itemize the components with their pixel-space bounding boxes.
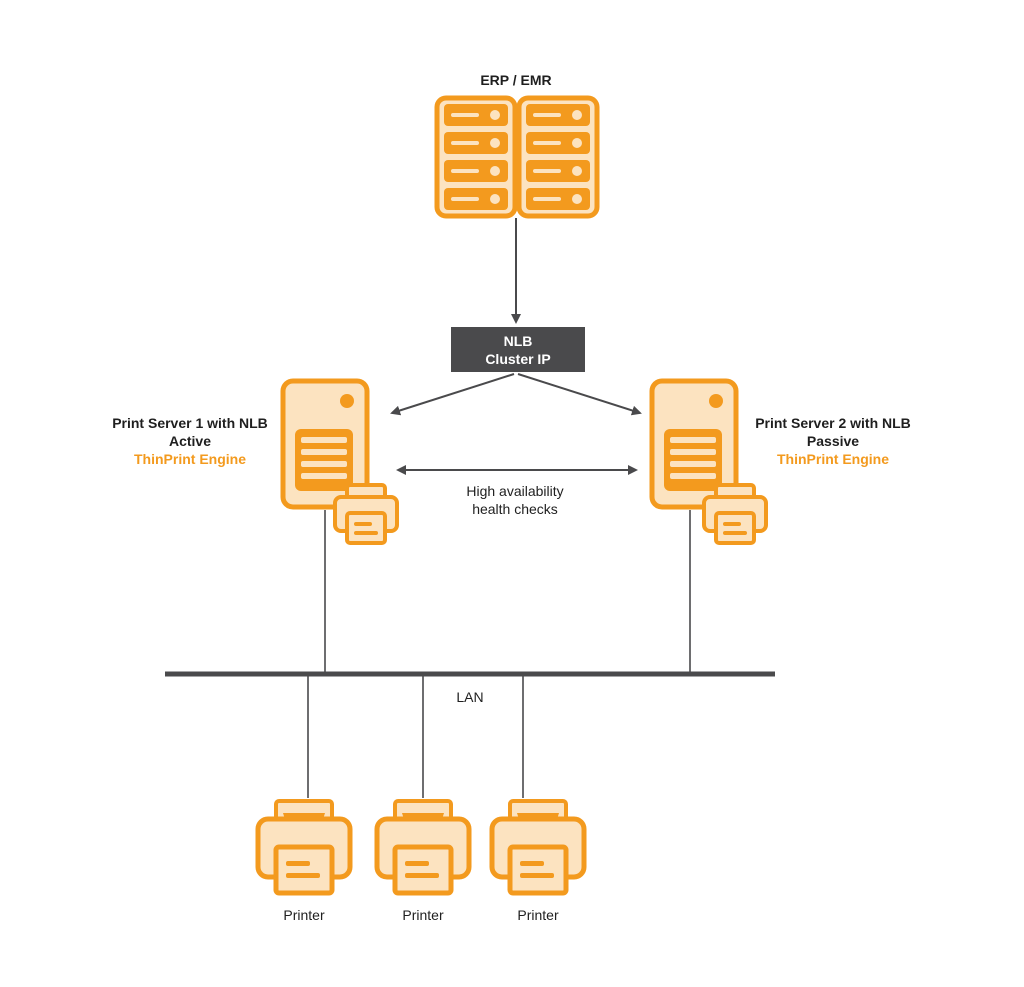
printer-icon	[377, 801, 469, 893]
erp-label: ERP / EMR	[480, 72, 552, 88]
server2-name: Print Server 2 with NLB	[755, 415, 911, 431]
printer-icon	[258, 801, 350, 893]
server1-name: Print Server 1 with NLB	[112, 415, 268, 431]
server1-status: Active	[168, 433, 212, 449]
printer-label-1: Printer	[283, 907, 325, 923]
server1-label: Print Server 1 with NLB Active ThinPrint…	[88, 414, 292, 468]
health-check-label: High availability health checks	[425, 482, 605, 518]
health-line-2: health checks	[472, 501, 558, 517]
printer-label-3: Printer	[517, 907, 559, 923]
server2-engine: ThinPrint Engine	[777, 451, 889, 467]
printer-icon	[492, 801, 584, 893]
server2-label: Print Server 2 with NLB Passive ThinPrin…	[731, 414, 935, 468]
nlb-to-server2-arrow	[517, 373, 642, 416]
rack-server-icon	[437, 98, 597, 216]
nlb-cluster-box: NLB Cluster IP	[451, 327, 585, 372]
server2-status: Passive	[806, 433, 860, 449]
health-line-1: High availability	[466, 483, 564, 499]
lan-label: LAN	[456, 689, 484, 705]
nlb-label: NLB	[503, 332, 533, 349]
nlb-to-server1-arrow	[390, 373, 515, 416]
tower-server-icon	[283, 381, 399, 545]
server1-engine: ThinPrint Engine	[134, 451, 246, 467]
cluster-ip-label: Cluster IP	[485, 350, 551, 367]
printer-label-2: Printer	[402, 907, 444, 923]
